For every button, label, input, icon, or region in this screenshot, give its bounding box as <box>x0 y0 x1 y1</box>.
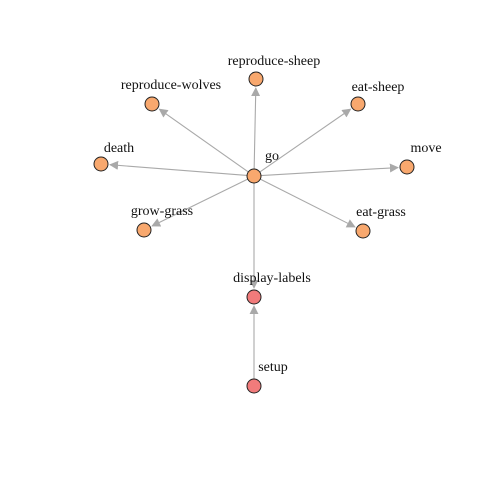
node-eat-grass[interactable] <box>355 223 371 239</box>
edge-go-to-death <box>109 160 248 177</box>
labels-layer: go reproduce-sheep reproduce-wolves eat-she… <box>104 54 442 375</box>
node-label-grow-grass: grow-grass <box>131 204 193 219</box>
node-display-labels[interactable] <box>246 289 262 305</box>
node-label-move: move <box>410 141 441 156</box>
edge-go-to-eat-grass <box>260 178 356 228</box>
node-label-death: death <box>104 141 134 156</box>
node-label-eat-sheep: eat-sheep <box>352 80 405 95</box>
node-reproduce-sheep[interactable] <box>248 71 264 87</box>
node-eat-sheep[interactable] <box>350 96 366 112</box>
nodes-layer <box>93 71 415 394</box>
edges-layer <box>109 87 399 379</box>
node-label-eat-grass: eat-grass <box>356 205 406 220</box>
edge-go-to-eat-sheep <box>259 108 352 173</box>
node-label-reproduce-wolves: reproduce-wolves <box>121 78 221 93</box>
node-go[interactable] <box>246 168 262 184</box>
node-setup[interactable] <box>246 378 262 394</box>
edge-go-to-reproduce-sheep <box>251 87 261 170</box>
node-grow-grass[interactable] <box>136 222 152 238</box>
edge-go-to-reproduce-wolves <box>158 108 249 173</box>
node-death[interactable] <box>93 156 109 172</box>
node-label-setup: setup <box>258 360 288 375</box>
edge-go-to-grow-grass <box>151 178 248 227</box>
node-label-display-labels: display-labels <box>233 271 311 286</box>
node-reproduce-wolves[interactable] <box>144 96 160 112</box>
node-label-reproduce-sheep: reproduce-sheep <box>228 54 321 69</box>
node-move[interactable] <box>399 159 415 175</box>
edge-go-to-move <box>260 163 399 177</box>
node-label-go: go <box>265 149 279 164</box>
